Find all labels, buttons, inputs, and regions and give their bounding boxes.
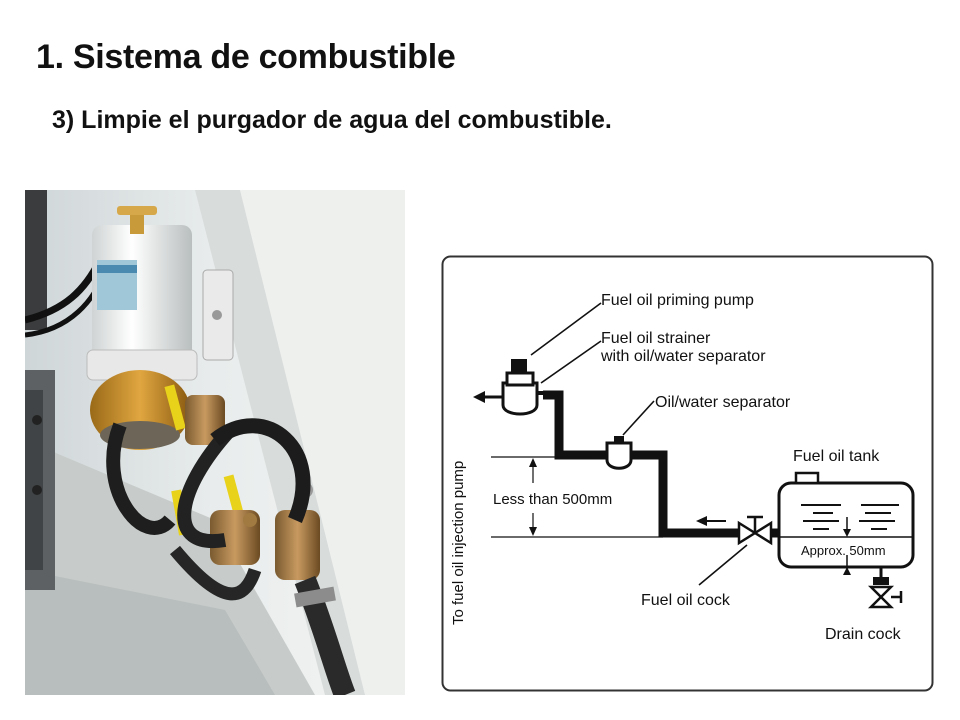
fuel-tank-icon (777, 471, 915, 575)
outlet-arrow-icon (473, 391, 503, 403)
drain-cock-icon (867, 567, 903, 609)
flow-arrow-icon (696, 516, 726, 526)
oil-water-separator-icon (605, 436, 633, 470)
fuel-oil-cock-icon (737, 515, 773, 546)
fuel-system-diagram: Fuel oil priming pump Fuel oil strainer … (441, 255, 934, 692)
fuel-filter-photo (25, 190, 405, 695)
diagram-frame (441, 255, 934, 692)
label-height: Less than 500mm (493, 491, 612, 508)
leader-lines (530, 302, 748, 586)
label-drain-cock: Drain cock (825, 626, 902, 643)
label-fuel-tank: Fuel oil tank (793, 448, 880, 465)
fuel-strainer-icon (501, 359, 545, 416)
label-fuel-oil-cock: Fuel oil cock (641, 592, 731, 609)
label-strainer-line2: with oil/water separator (600, 348, 766, 365)
label-separator: Oil/water separator (655, 394, 791, 411)
label-strainer-line1: Fuel oil strainer (601, 330, 711, 347)
slide-title: 1. Sistema de combustible (36, 38, 456, 76)
label-priming-pump: Fuel oil priming pump (601, 292, 754, 309)
label-approx: Approx. 50mm (801, 543, 886, 558)
slide-subtitle: 3) Limpie el purgador de agua del combus… (52, 106, 612, 134)
label-injection-pump: To fuel oil injection pump (450, 461, 467, 625)
